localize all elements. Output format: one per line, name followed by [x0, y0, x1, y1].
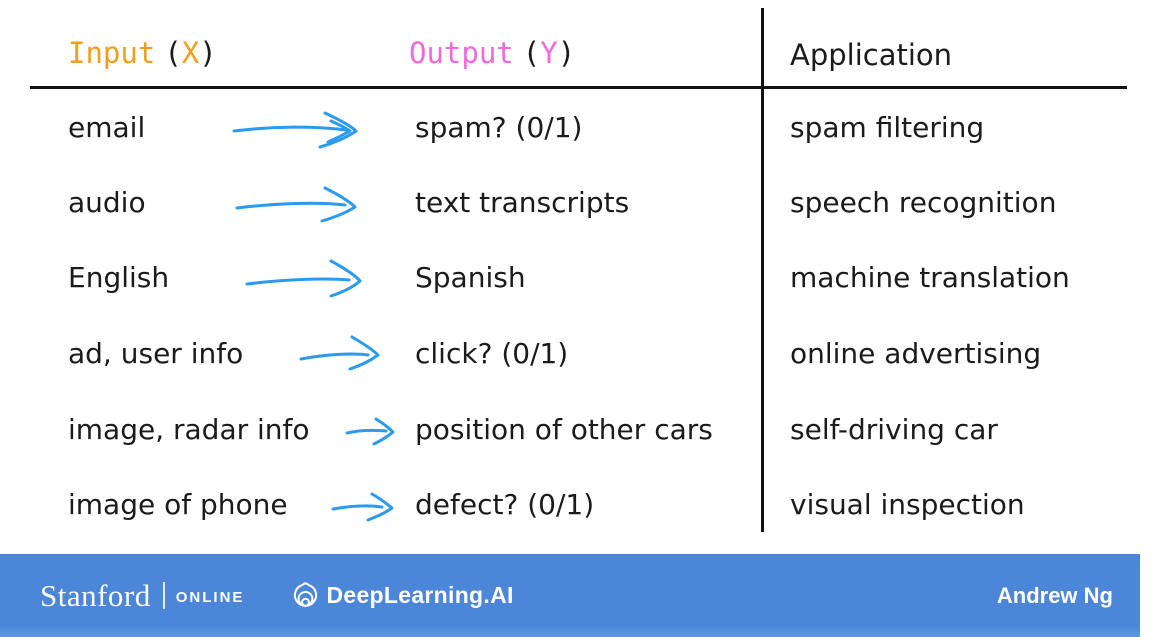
column-header-application: Application	[790, 38, 953, 72]
paren-open: (	[164, 36, 182, 70]
footer-divider	[162, 582, 165, 609]
input-variable-x: X	[181, 36, 200, 70]
arrow-icon	[345, 417, 395, 446]
input-cell: image of phone	[68, 488, 288, 521]
input-cell: image, radar info	[68, 413, 310, 446]
output-header-word: Output	[409, 36, 514, 70]
input-cell: audio	[68, 186, 146, 219]
footer-bar: Stanford ONLINE DeepLearning.AI Andrew N…	[0, 554, 1140, 637]
output-cell: position of other cars	[415, 413, 713, 446]
input-cell: email	[68, 111, 146, 144]
header-rule	[30, 86, 1127, 89]
application-cell: online advertising	[790, 337, 1042, 370]
paren-open: (	[522, 36, 541, 70]
deeplearning-ai-logo-icon	[294, 582, 318, 607]
deeplearning-brand: DeepLearning.AI	[292, 582, 513, 609]
column-header-input: Input(X)	[68, 35, 217, 71]
column-divider	[761, 8, 764, 532]
deeplearning-label: DeepLearning.AI	[326, 582, 514, 608]
author-name: Andrew Ng	[996, 582, 1113, 608]
output-cell: Spanish	[415, 261, 526, 294]
input-header-word: Input	[68, 36, 156, 70]
paren-close: )	[199, 36, 217, 70]
output-cell: defect? (0/1)	[415, 488, 595, 521]
application-cell: speech recognition	[790, 186, 1057, 219]
arrow-icon	[245, 259, 362, 298]
output-cell: click? (0/1)	[415, 337, 569, 370]
arrow-icon	[299, 335, 380, 371]
output-variable-y: Y	[540, 36, 558, 70]
application-cell: self-driving car	[790, 413, 998, 446]
input-cell: ad, user info	[68, 337, 244, 370]
input-cell: English	[68, 261, 170, 294]
application-cell: visual inspection	[790, 488, 1025, 521]
output-cell: text transcripts	[415, 186, 630, 219]
application-cell: machine translation	[790, 261, 1070, 294]
stanford-logo: Stanford	[40, 577, 151, 613]
arrow-icon	[331, 492, 394, 522]
application-cell: spam filtering	[790, 111, 985, 144]
column-header-output: Output(Y)	[409, 35, 575, 71]
arrow-icon	[232, 111, 358, 149]
paren-close: )	[557, 36, 576, 70]
stanford-online-label: ONLINE	[175, 589, 245, 606]
output-cell: spam? (0/1)	[415, 111, 583, 144]
arrow-icon	[235, 186, 357, 223]
